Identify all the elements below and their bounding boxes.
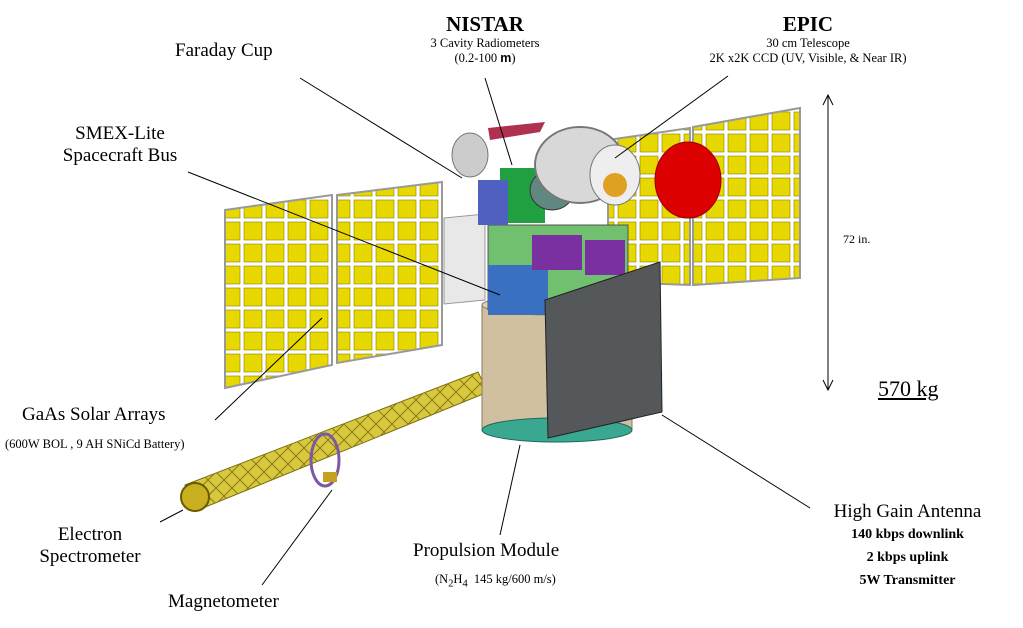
mass-label: 570 kg xyxy=(878,376,939,401)
smex-line1: SMEX-Lite xyxy=(75,123,165,144)
hga-line3: 5W Transmitter xyxy=(859,572,956,588)
high-gain-antenna-panel xyxy=(544,261,663,439)
nistar-line2: (0.2-100 m) xyxy=(454,50,516,65)
nistar-title: NISTAR xyxy=(446,12,524,36)
faraday-cup-label: Faraday Cup xyxy=(175,40,273,61)
electron-line1: Electron xyxy=(57,524,123,545)
left-solar-array xyxy=(224,180,486,390)
propulsion-label: Propulsion Module xyxy=(413,540,560,561)
nistar-label: NISTAR 3 Cavity Radiometers (0.2-100 m) xyxy=(405,12,565,65)
epic-line2: 2K x2K CCD (UV, Visible, & Near IR) xyxy=(709,50,907,65)
epic-line1: 30 cm Telescope xyxy=(766,36,850,51)
hga-title: High Gain Antenna xyxy=(833,501,982,522)
propulsion-sub: (N2H4 145 kg/600 m/s) xyxy=(435,572,556,590)
hga-line1: 140 kbps downlink xyxy=(851,526,964,542)
electron-spectrometer-label: Electron Spectrometer xyxy=(10,524,170,568)
smex-label: SMEX-Lite Spacecraft Bus xyxy=(30,123,210,167)
solar-arrays-sub: (600W BOL , 9 AH SNiCd Battery) xyxy=(5,437,185,451)
magnetometer-boom xyxy=(180,371,489,512)
height-label: 72 in. xyxy=(843,232,871,246)
sunshade-dish xyxy=(654,141,722,219)
electron-line2: Spectrometer xyxy=(39,545,141,567)
epic-title: EPIC xyxy=(782,12,834,36)
hga-label: High Gain Antenna 140 kbps downlink 2 kb… xyxy=(800,501,1015,592)
smex-line2: Spacecraft Bus xyxy=(62,144,178,166)
hga-line2: 2 kbps uplink xyxy=(866,549,949,565)
nistar-line1: 3 Cavity Radiometers xyxy=(430,36,540,51)
epic-label: EPIC 30 cm Telescope 2K x2K CCD (UV, Vis… xyxy=(668,12,948,65)
magnetometer-label: Magnetometer xyxy=(168,591,279,612)
solar-arrays-label: GaAs Solar Arrays xyxy=(22,404,166,425)
spacecraft-bus-drawing xyxy=(451,122,641,315)
leader-lines xyxy=(159,75,834,586)
